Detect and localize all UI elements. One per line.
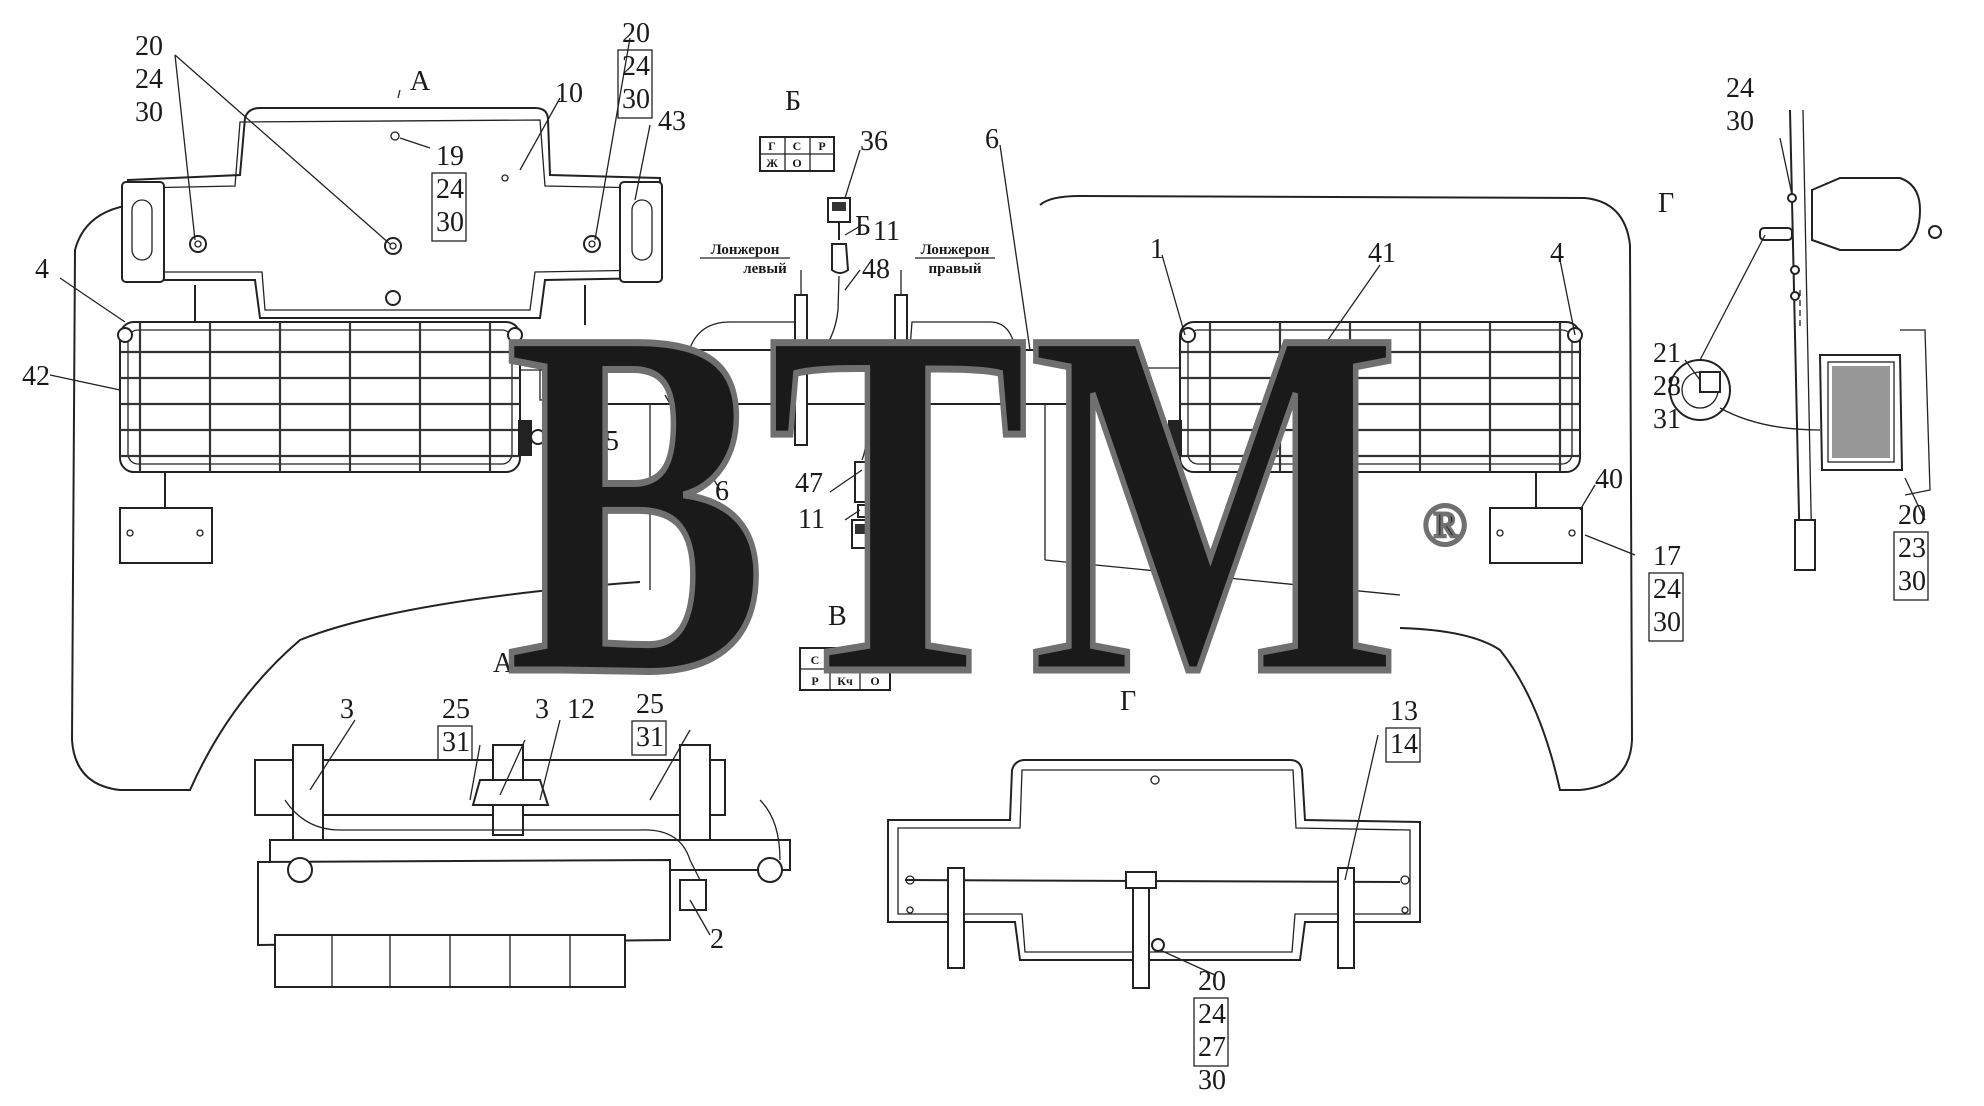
section-label-b-pin: Б bbox=[855, 211, 871, 242]
callout-31-left: 31 bbox=[560, 492, 588, 523]
pin-b-4: Ж bbox=[766, 156, 778, 170]
pin-b-3: Р bbox=[818, 139, 825, 153]
section-label-b: Б bbox=[785, 86, 801, 117]
callout-21-left: 21 bbox=[560, 426, 588, 457]
watermark: BTM ® bbox=[502, 222, 1470, 783]
callout-g-24: 24 bbox=[1726, 73, 1754, 104]
callout-40: 40 bbox=[1595, 464, 1623, 495]
caption-left-rail-2: левый bbox=[743, 261, 787, 277]
callout-3-mid: 3 bbox=[535, 694, 549, 725]
callout-20-left: 20 bbox=[135, 31, 163, 62]
cab-outline bbox=[70, 194, 1634, 791]
callout-13: 13 bbox=[1390, 696, 1418, 727]
callout-31-a-right: 31 bbox=[636, 722, 664, 753]
callout-48: 48 bbox=[862, 254, 890, 285]
callout-19: 19 bbox=[436, 141, 464, 172]
caption-right-rail-1: Лонжерон bbox=[921, 242, 990, 258]
section-label-v-pin: В bbox=[880, 488, 899, 519]
callout-17: 17 bbox=[1653, 541, 1681, 572]
callout-36: 36 bbox=[860, 126, 888, 157]
registered-mark: ® bbox=[1422, 492, 1468, 558]
pin-b-5: О bbox=[792, 156, 801, 170]
caption-left-rail-1: Лонжерон bbox=[711, 242, 780, 258]
callout-4-left: 4 bbox=[35, 254, 49, 285]
leader-lines bbox=[49, 37, 1926, 976]
callout-g-30: 30 bbox=[1726, 106, 1754, 137]
callout-47: 47 bbox=[795, 468, 823, 499]
callout-11-bottom: 11 bbox=[798, 504, 825, 535]
lamp-left bbox=[117, 321, 546, 564]
callout-25-right: 25 bbox=[636, 689, 664, 720]
callout-31-a-left: 31 bbox=[442, 727, 470, 758]
callout-g-28: 28 bbox=[1653, 371, 1681, 402]
view-g-bracket bbox=[887, 759, 1421, 989]
section-label-g-view: Г bbox=[1120, 686, 1136, 717]
callout-12: 12 bbox=[567, 694, 595, 725]
callout-19-30: 30 bbox=[436, 207, 464, 238]
callout-42: 42 bbox=[22, 361, 50, 392]
callout-5: 5 bbox=[605, 426, 619, 457]
callout-11-top: 11 bbox=[873, 216, 900, 247]
callout-27-bottom: 27 bbox=[1198, 1032, 1226, 1063]
caption-right-rail-2: правый bbox=[929, 261, 982, 277]
callout-24-bottom: 24 bbox=[1198, 999, 1226, 1030]
callout-6-right: 6 bbox=[985, 124, 999, 155]
callout-1: 1 bbox=[1150, 234, 1164, 265]
callout-4-right: 4 bbox=[1550, 238, 1564, 269]
callouts: 20 24 30 20 24 30 19 24 30 10 43 4 42 21… bbox=[22, 18, 1929, 1096]
callout-30-bottom: 30 bbox=[1198, 1065, 1226, 1096]
callout-23-g: 23 bbox=[1898, 533, 1926, 564]
pin-v-3: Р bbox=[811, 674, 818, 688]
connector-v-table: С Ф Р Кч О bbox=[799, 647, 891, 691]
section-label-g-top: Г bbox=[1658, 188, 1674, 219]
pin-b-2: С bbox=[793, 139, 802, 153]
pin-v-1: С bbox=[811, 653, 820, 667]
callout-20-bottom: 20 bbox=[1198, 966, 1226, 997]
lamp-right bbox=[1154, 321, 1583, 564]
view-g-side bbox=[1669, 109, 1942, 571]
callout-30-mid: 30 bbox=[622, 84, 650, 115]
callout-10: 10 bbox=[555, 78, 583, 109]
callout-19-24: 24 bbox=[436, 174, 464, 205]
callout-g-21: 21 bbox=[1653, 338, 1681, 369]
callout-25-left: 25 bbox=[442, 694, 470, 725]
callout-30-left: 30 bbox=[135, 97, 163, 128]
callout-17-24: 24 bbox=[1653, 574, 1681, 605]
pin-b-1: Г bbox=[768, 139, 776, 153]
section-label-a-top: А bbox=[410, 66, 431, 97]
pin-v-2: Ф bbox=[840, 653, 850, 667]
central-beam bbox=[520, 270, 1401, 596]
pin-v-4: Кч bbox=[837, 674, 853, 688]
callout-24-mid: 24 bbox=[622, 51, 650, 82]
view-a-bracket bbox=[254, 744, 791, 988]
callout-30-g: 30 bbox=[1898, 566, 1926, 597]
section-label-v: В bbox=[828, 601, 847, 632]
connector-b-pin bbox=[804, 197, 851, 371]
callout-28-left: 28 bbox=[560, 459, 588, 490]
callout-6-left: 6 bbox=[715, 476, 729, 507]
callout-14: 14 bbox=[1390, 729, 1418, 760]
callout-2: 2 bbox=[710, 924, 724, 955]
connector-b-table: Г С Р Ж О bbox=[759, 136, 835, 172]
pin-v-5: О bbox=[870, 674, 879, 688]
callout-17-30: 30 bbox=[1653, 607, 1681, 638]
callout-24-left: 24 bbox=[135, 64, 163, 95]
callout-41: 41 bbox=[1368, 238, 1396, 269]
callout-20-mid: 20 bbox=[622, 18, 650, 49]
callout-35: 35 bbox=[900, 576, 928, 607]
callout-3-left: 3 bbox=[340, 694, 354, 725]
callout-g-31: 31 bbox=[1653, 404, 1681, 435]
watermark-text: BTM bbox=[505, 225, 1400, 779]
section-label-a-view: А bbox=[493, 648, 514, 679]
bracket-top-left bbox=[121, 107, 663, 325]
callout-20-g: 20 bbox=[1898, 500, 1926, 531]
callout-43: 43 bbox=[658, 106, 686, 137]
